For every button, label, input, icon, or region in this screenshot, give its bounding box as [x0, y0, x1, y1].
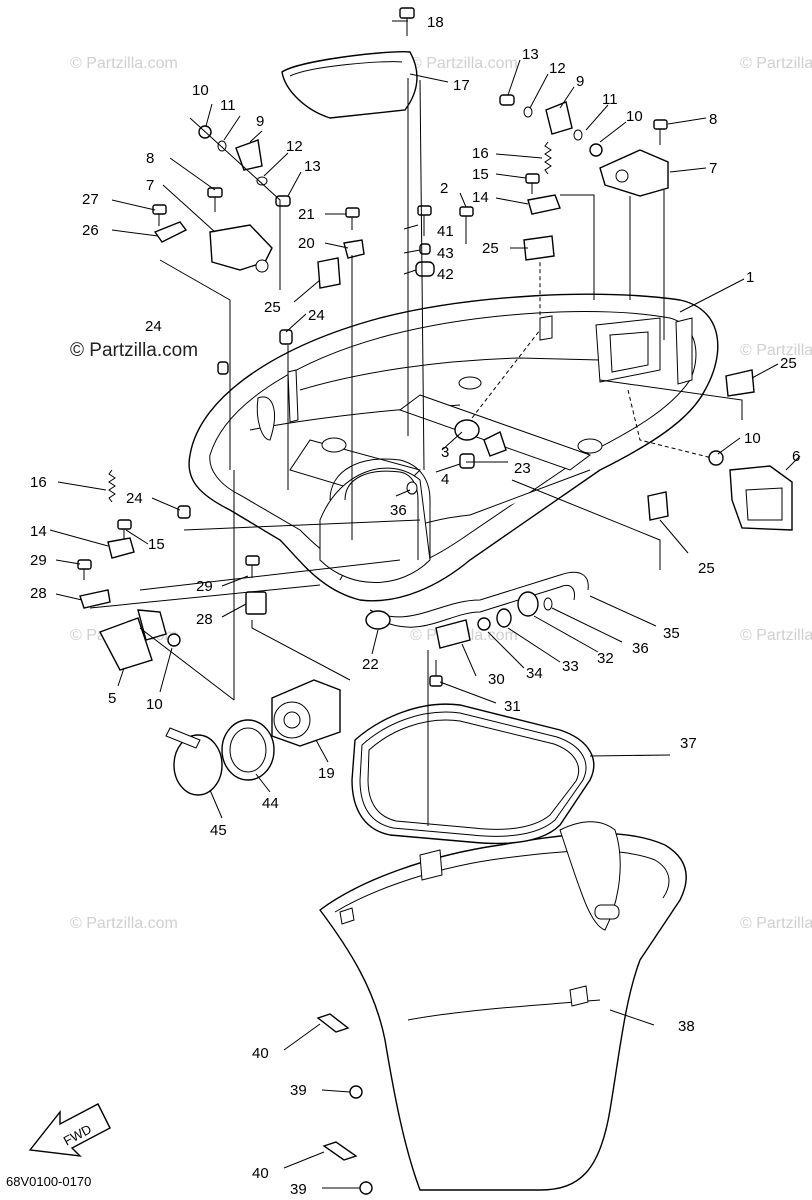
callout-6: 6: [792, 448, 800, 465]
callout-31: 31: [504, 698, 521, 715]
watermark: © Partzilla.com: [70, 915, 178, 932]
callout-9: 9: [256, 113, 264, 130]
callout-16: 16: [30, 474, 47, 491]
callout-24: 24: [145, 318, 162, 335]
callout-41: 41: [437, 223, 454, 240]
callout-12: 12: [549, 60, 566, 77]
callout-25: 25: [698, 560, 715, 577]
callout-17: 17: [453, 77, 470, 94]
callout-22: 22: [362, 656, 379, 673]
callout-2: 2: [440, 180, 448, 197]
callout-36: 36: [390, 502, 407, 519]
bolt: [399, 7, 415, 36]
callout-26: 26: [82, 222, 99, 239]
watermark: © Partzilla.com: [740, 55, 812, 72]
callout-44: 44: [262, 795, 279, 812]
callout-39: 39: [290, 1082, 307, 1099]
watermark: © Partzilla.com: [740, 915, 812, 932]
diagram-code: 68V0100-0170: [6, 1174, 91, 1189]
callout-25: 25: [264, 299, 281, 316]
callout-1: 1: [746, 269, 754, 286]
callout-4: 4: [441, 471, 449, 488]
callout-42: 42: [437, 266, 454, 283]
callout-32: 32: [597, 650, 614, 667]
callout-24: 24: [308, 307, 325, 324]
watermark: © Partzilla.com: [740, 627, 812, 644]
callout-38: 38: [678, 1018, 695, 1035]
callout-8: 8: [709, 111, 717, 128]
callout-28: 28: [30, 585, 47, 602]
callout-23: 23: [514, 460, 531, 477]
callout-13: 13: [304, 158, 321, 175]
hardware-parts: [77, 94, 793, 1195]
callout-24: 24: [126, 490, 143, 507]
callout-35: 35: [663, 625, 680, 642]
leader-lines: [49, 20, 801, 1189]
callout-21: 21: [298, 206, 315, 223]
callout-11: 11: [220, 97, 236, 114]
top-plate: [281, 51, 418, 119]
callout-10: 10: [626, 108, 643, 125]
watermark: © Partzilla.com: [70, 55, 178, 72]
bottom-cowling: [188, 293, 719, 602]
callout-18: 18: [427, 14, 444, 31]
callout-14: 14: [472, 189, 489, 206]
callout-19: 19: [318, 765, 335, 782]
callout-29: 29: [196, 578, 213, 595]
callout-29: 29: [30, 552, 47, 569]
callout-33: 33: [562, 658, 579, 675]
callout-40: 40: [252, 1165, 269, 1182]
callout-45: 45: [210, 822, 227, 839]
callout-10: 10: [744, 430, 761, 447]
callout-10: 10: [192, 82, 209, 99]
callout-40: 40: [252, 1045, 269, 1062]
lower-cover: [319, 821, 687, 1191]
callout-3: 3: [441, 444, 449, 461]
callout-9: 9: [576, 73, 584, 90]
callout-27: 27: [82, 191, 99, 208]
callout-15: 15: [148, 536, 165, 553]
callout-10: 10: [146, 696, 163, 713]
callout-20: 20: [298, 235, 315, 252]
callout-7: 7: [146, 177, 154, 194]
callout-12: 12: [286, 138, 303, 155]
callout-28: 28: [196, 611, 213, 628]
callout-16: 16: [472, 145, 489, 162]
callout-34: 34: [526, 665, 543, 682]
watermark: © Partzilla.com: [410, 55, 518, 72]
callout-5: 5: [108, 690, 116, 707]
callout-7: 7: [709, 160, 717, 177]
callout-36: 36: [632, 640, 649, 657]
callout-14: 14: [30, 523, 47, 540]
callout-8: 8: [146, 150, 154, 167]
callout-39: 39: [290, 1181, 307, 1198]
fwd-arrow-icon: FWD: [28, 1103, 111, 1157]
watermark-strong: © Partzilla.com: [70, 340, 198, 361]
callout-labels: 18 17 13 12 9 11 10 8 7 1 10 11 9 12 13 …: [30, 14, 800, 1198]
callout-43: 43: [437, 245, 454, 262]
callout-25: 25: [482, 240, 499, 257]
callout-11: 11: [602, 91, 618, 108]
callout-30: 30: [488, 671, 505, 688]
callout-25: 25: [780, 355, 797, 372]
watermark: © Partzilla.com: [740, 342, 812, 359]
callout-37: 37: [680, 735, 697, 752]
seal-gasket: [351, 703, 595, 845]
callout-13: 13: [522, 46, 539, 63]
callout-15: 15: [472, 166, 489, 183]
